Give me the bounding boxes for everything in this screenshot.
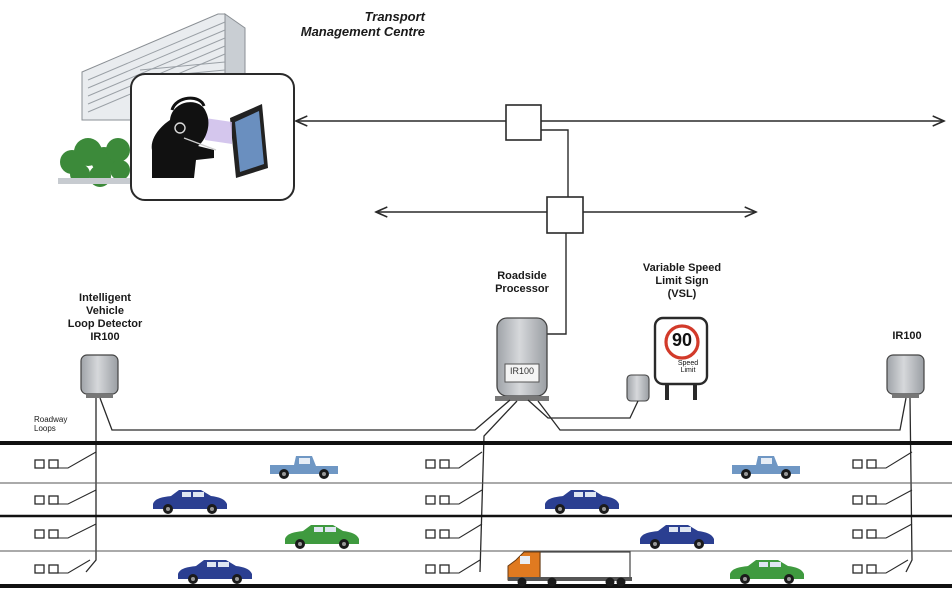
road bbox=[0, 441, 952, 588]
processor-tag: IR100 bbox=[509, 366, 535, 376]
pickup-1 bbox=[270, 456, 338, 479]
vehicles bbox=[153, 456, 804, 587]
tmc-label-line2: Management Centre bbox=[300, 24, 425, 39]
truck bbox=[507, 551, 632, 587]
variable-speed-limit-sign bbox=[653, 316, 709, 400]
roadway-loops-label: Roadway Loops bbox=[34, 415, 68, 433]
car-blue-1 bbox=[153, 490, 227, 514]
vsl-controller bbox=[626, 374, 650, 402]
sign-speed-caption: Speed Limit bbox=[677, 360, 699, 374]
roadside-processor-label: Roadside Processor bbox=[495, 270, 549, 295]
roadside-processor bbox=[495, 317, 549, 401]
network-node-upper bbox=[505, 104, 542, 141]
car-green-1 bbox=[285, 525, 359, 549]
car-blue-3 bbox=[640, 525, 714, 549]
operator-panel bbox=[130, 73, 295, 201]
loop-detector-right bbox=[886, 354, 925, 398]
sign-speed-value: 90 bbox=[671, 330, 693, 350]
car-blue-4 bbox=[178, 560, 252, 584]
network-lines bbox=[296, 121, 944, 335]
operator-icon bbox=[151, 102, 214, 178]
pickup-2 bbox=[732, 456, 800, 479]
device-cables bbox=[85, 397, 913, 573]
loop-detector-label: Intelligent Vehicle Loop Detector IR100 bbox=[67, 292, 143, 343]
tmc-label-line1: Transport bbox=[364, 9, 425, 24]
network-node-lower bbox=[546, 196, 584, 234]
vsl-label: Variable Speed Limit Sign (VSL) bbox=[642, 262, 722, 300]
car-blue-2 bbox=[545, 490, 619, 514]
ir100-right-label: IR100 bbox=[892, 330, 922, 342]
loop-detector-left bbox=[80, 354, 119, 398]
tmc-label: Transport Management Centre bbox=[245, 9, 425, 39]
car-green-2 bbox=[730, 560, 804, 584]
